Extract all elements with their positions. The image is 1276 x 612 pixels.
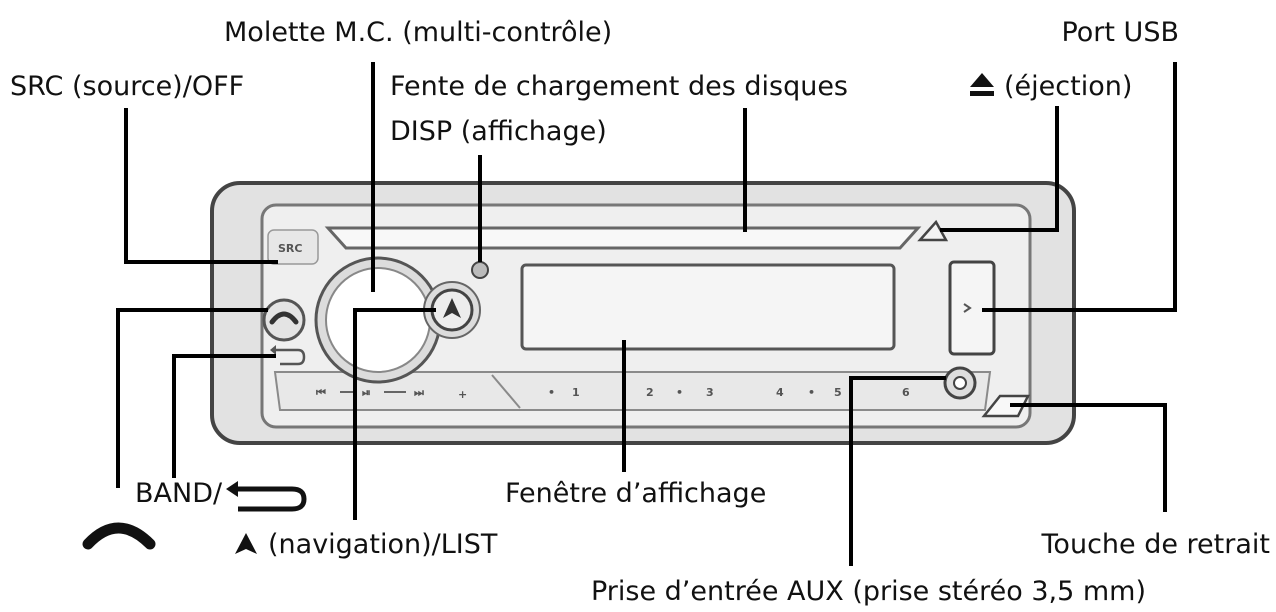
label-disp: DISP (affichage) xyxy=(390,116,607,147)
phone-handset-icon xyxy=(82,522,156,550)
src-button-text: SRC xyxy=(278,242,302,255)
preset-dot: • xyxy=(676,386,683,399)
label-usb-port: Port USB xyxy=(1061,17,1179,48)
leader-lines xyxy=(116,62,1177,566)
navigation-button-icon xyxy=(443,298,461,318)
leader-eject xyxy=(940,106,1059,232)
phone-button[interactable] xyxy=(262,298,306,342)
label-aux-jack: Prise d’entrée AUX (prise stéréo 3,5 mm) xyxy=(591,576,1146,607)
plus-mark: + xyxy=(458,388,467,401)
preset-button-6[interactable]: 6 xyxy=(902,386,910,399)
leader-usb xyxy=(982,62,1177,312)
label-navigation-list: (navigation)/LIST xyxy=(268,529,498,560)
usb-port-mark xyxy=(963,303,972,313)
label-detach-button: Touche de retrait xyxy=(1041,529,1270,560)
display-window xyxy=(520,263,896,351)
preset-button-3[interactable]: 3 xyxy=(706,386,714,399)
preset-dot: • xyxy=(808,386,815,399)
strip-divider xyxy=(491,374,521,409)
preset-button-1[interactable]: 1 xyxy=(572,386,580,399)
label-src-off: SRC (source)/OFF xyxy=(10,71,244,102)
preset-button-2[interactable]: 2 xyxy=(646,386,654,399)
src-button[interactable] xyxy=(267,229,319,265)
track-controls: ⏮ ⏯ ⏭ + xyxy=(316,386,467,401)
back-arrow-icon xyxy=(226,481,307,512)
label-multicontrol-dial: Molette M.C. (multi-contrôle) xyxy=(224,17,612,48)
band-button[interactable] xyxy=(270,345,306,366)
previous-track-icon[interactable]: ⏮ xyxy=(316,386,326,399)
eject-icon xyxy=(970,73,994,96)
band-back-icon-head xyxy=(270,345,276,355)
leader-phone xyxy=(116,308,268,488)
band-back-icon xyxy=(276,348,306,366)
leader-band xyxy=(172,354,276,478)
leader-src xyxy=(124,108,278,264)
aux-jack[interactable] xyxy=(953,376,967,390)
navigation-arrow-icon xyxy=(235,533,257,554)
preset-buttons: • 1 2 • 3 4 • 5 6 xyxy=(548,386,910,399)
leader-navigation xyxy=(353,308,436,520)
preset-button-4[interactable]: 4 xyxy=(776,386,784,399)
detach-button[interactable] xyxy=(981,394,1031,418)
next-track-icon[interactable]: ⏭ xyxy=(414,386,424,399)
label-eject: (éjection) xyxy=(1004,71,1132,102)
leader-detach xyxy=(1010,403,1167,512)
label-band: BAND/ xyxy=(135,478,223,509)
phone-button-icon xyxy=(269,311,299,325)
disp-button[interactable] xyxy=(471,261,489,279)
preset-dot: • xyxy=(548,386,555,399)
disc-slot xyxy=(324,226,922,250)
label-display-window: Fenêtre d’affichage xyxy=(505,478,766,509)
leader-aux xyxy=(849,376,946,566)
bottom-button-strip xyxy=(273,371,992,411)
play-pause-icon[interactable]: ⏯ xyxy=(362,386,371,399)
preset-button-5[interactable]: 5 xyxy=(834,386,842,399)
multi-control-dial[interactable] xyxy=(325,267,431,373)
label-disc-slot: Fente de chargement des disques xyxy=(390,71,848,102)
